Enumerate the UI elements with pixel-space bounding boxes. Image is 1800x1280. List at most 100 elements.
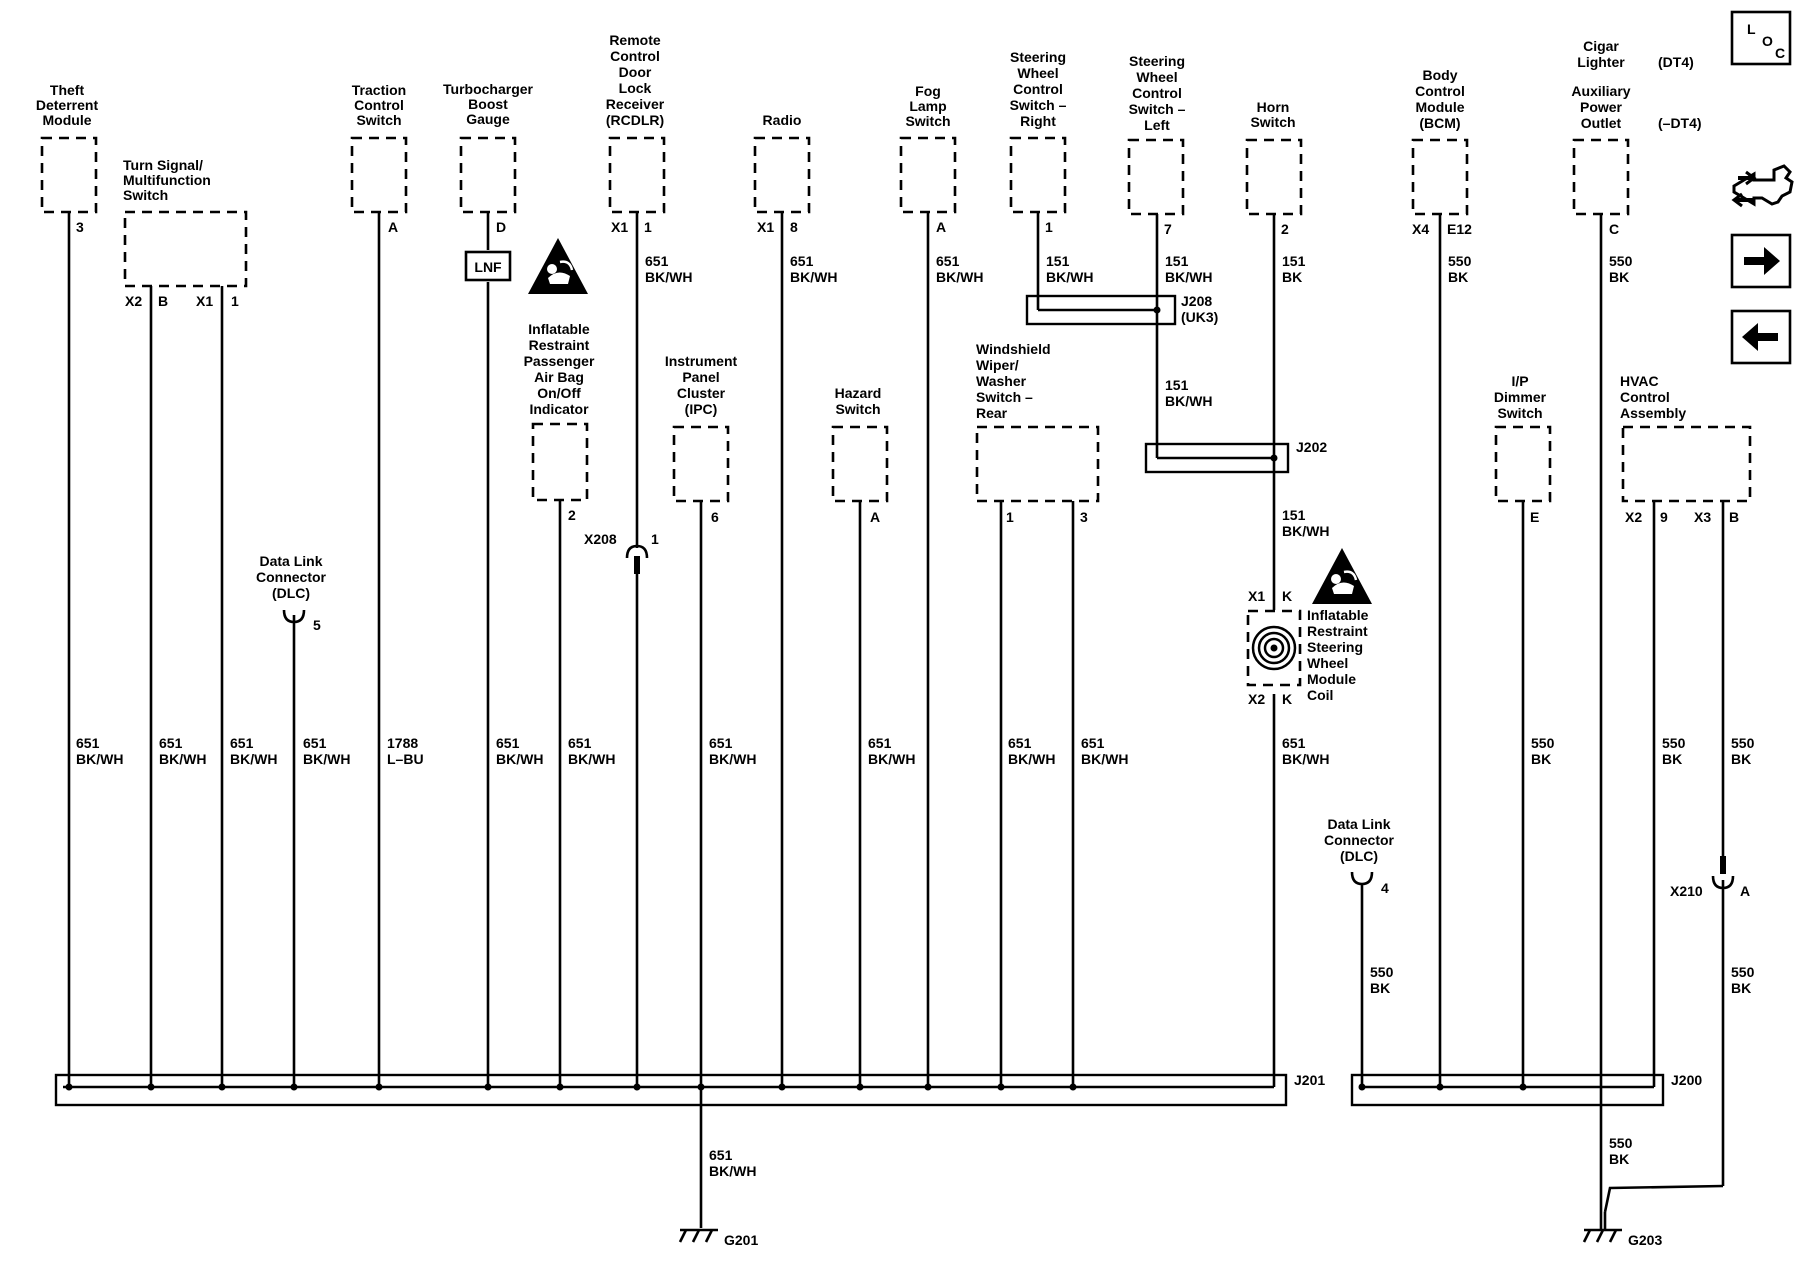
svg-text:Right: Right	[1020, 113, 1056, 129]
svg-text:BK: BK	[1662, 751, 1682, 767]
svg-text:651: 651	[230, 735, 254, 751]
svg-text:Inflatable: Inflatable	[528, 321, 590, 337]
svg-text:(UK3): (UK3)	[1181, 309, 1218, 325]
label-airbag-on-off-indicator: Inflatable Restraint Passenger Air Bag O…	[524, 321, 595, 417]
pin: E12	[1447, 221, 1472, 237]
svg-text:Cigar: Cigar	[1583, 38, 1619, 54]
svg-text:O: O	[1762, 33, 1773, 49]
pin: 1	[644, 219, 652, 235]
svg-text:550: 550	[1448, 253, 1472, 269]
svg-text:151: 151	[1165, 253, 1189, 269]
svg-text:BK/WH: BK/WH	[159, 751, 206, 767]
svg-text:L: L	[1747, 21, 1756, 37]
svg-text:BK/WH: BK/WH	[868, 751, 915, 767]
svg-text:Panel: Panel	[682, 369, 719, 385]
svg-text:Steering: Steering	[1010, 49, 1066, 65]
svg-text:Turn Signal/: Turn Signal/	[123, 157, 203, 173]
svg-text:651: 651	[1008, 735, 1032, 751]
svg-text:BK: BK	[1370, 980, 1390, 996]
pin: D	[496, 219, 506, 235]
pin: C	[1609, 221, 1619, 237]
splice-pack-j201	[54, 1073, 1288, 1107]
pin: 6	[711, 509, 719, 525]
middle-pin-labels: 2 6 A 1 3 E X2 9 X3 B	[568, 507, 1739, 525]
pin: 3	[1080, 509, 1088, 525]
svg-text:Radio: Radio	[763, 112, 802, 128]
instrument-panel-cluster	[672, 425, 730, 503]
svg-text:Passenger: Passenger	[524, 353, 595, 369]
svg-text:Module: Module	[43, 112, 92, 128]
svg-text:J208: J208	[1181, 293, 1212, 309]
svg-text:Module: Module	[1307, 671, 1356, 687]
pin: B	[1729, 509, 1739, 525]
wiper-washer-switch-rear	[975, 425, 1100, 503]
svg-text:Outlet: Outlet	[1581, 115, 1622, 131]
theft-deterrent-module	[40, 136, 98, 214]
body-control-module	[1411, 138, 1469, 216]
label-body-control-module: Body Control Module (BCM)	[1415, 67, 1465, 131]
previous-arrow-icon[interactable]	[1730, 309, 1792, 365]
next-arrow-icon[interactable]	[1730, 233, 1792, 289]
svg-text:651: 651	[303, 735, 327, 751]
svg-text:BK/WH: BK/WH	[1081, 751, 1128, 767]
svg-text:C: C	[1775, 45, 1785, 61]
pin: B	[158, 293, 168, 309]
airbag-on-off-indicator	[531, 422, 589, 502]
svg-text:550: 550	[1370, 964, 1394, 980]
remote-control-door-lock-receiver	[608, 136, 666, 214]
svg-text:651: 651	[496, 735, 520, 751]
svg-text:Air Bag: Air Bag	[534, 369, 584, 385]
svg-text:Windshield: Windshield	[976, 341, 1051, 357]
label-cigar-lighter: Cigar Lighter	[1577, 38, 1625, 70]
svg-text:651: 651	[936, 253, 960, 269]
svg-text:4: 4	[1381, 880, 1389, 896]
svg-text:Wheel: Wheel	[1017, 65, 1058, 81]
lnf-option-box	[464, 250, 512, 282]
svg-text:Hazard: Hazard	[835, 385, 882, 401]
label-fog-lamp-switch: Fog Lamp Switch	[905, 83, 950, 129]
svg-text:BK/WH: BK/WH	[1165, 269, 1212, 285]
svg-text:550: 550	[1731, 735, 1755, 751]
svg-text:Restraint: Restraint	[529, 337, 590, 353]
label-rcdlr: Remote Control Door Lock Receiver (RCDLR…	[606, 32, 665, 128]
label-horn-switch: Horn Switch	[1250, 99, 1295, 130]
inline-connector-x210: X210 A	[1670, 856, 1750, 899]
svg-text:X208: X208	[584, 531, 617, 547]
label-steering-wheel-control-left: Steering Wheel Control Switch – Left	[1129, 53, 1186, 133]
svg-text:151: 151	[1282, 507, 1306, 523]
svg-text:Receiver: Receiver	[606, 96, 665, 112]
svg-text:151: 151	[1282, 253, 1306, 269]
pin: E	[1530, 509, 1539, 525]
svg-text:Rear: Rear	[976, 405, 1008, 421]
svg-text:BK: BK	[1609, 1151, 1629, 1167]
svg-text:Theft: Theft	[50, 82, 85, 98]
svg-text:1788: 1788	[387, 735, 418, 751]
svg-text:651: 651	[1081, 735, 1105, 751]
svg-text:Indicator: Indicator	[529, 401, 589, 417]
splice-dots-j201	[65, 1083, 1527, 1091]
svg-text:I/P: I/P	[1511, 373, 1528, 389]
svg-text:Switch: Switch	[835, 401, 880, 417]
svg-text:Switch: Switch	[356, 112, 401, 128]
splice-label-j201: J201	[1294, 1072, 1325, 1088]
pin: 1	[1006, 509, 1014, 525]
svg-text:651: 651	[868, 735, 892, 751]
location-icon[interactable]: L O C	[1730, 10, 1792, 66]
svg-text:BK: BK	[1448, 269, 1468, 285]
svg-text:Instrument: Instrument	[665, 353, 738, 369]
svg-text:Assembly: Assembly	[1620, 405, 1686, 421]
pin: X3	[1694, 509, 1711, 525]
cigar-lighter-aux-outlet	[1572, 138, 1630, 216]
svg-text:550: 550	[1609, 253, 1633, 269]
svg-text:Left: Left	[1144, 117, 1170, 133]
svg-text:BK/WH: BK/WH	[1165, 393, 1212, 409]
pin: 8	[790, 219, 798, 235]
svg-text:BK/WH: BK/WH	[936, 269, 983, 285]
svg-text:Wheel: Wheel	[1307, 655, 1348, 671]
connector-view-icon[interactable]	[1731, 164, 1794, 208]
svg-text:BK: BK	[1609, 269, 1629, 285]
svg-text:Connector: Connector	[256, 569, 327, 585]
airbag-warning-icon	[1312, 548, 1372, 604]
